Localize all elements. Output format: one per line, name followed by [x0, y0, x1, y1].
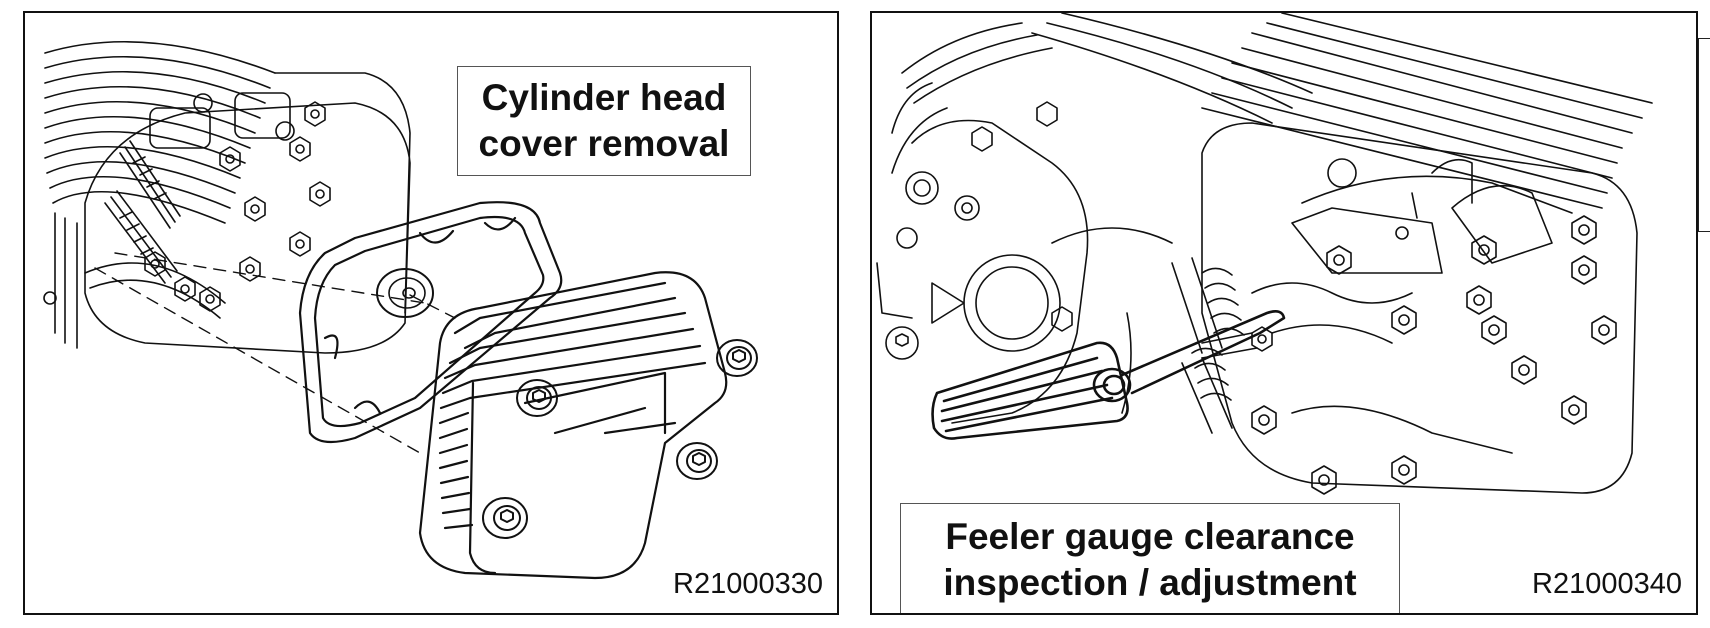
head-internal: [1251, 158, 1573, 454]
feeler-gauge: [931, 310, 1286, 440]
cylinder-fins: [876, 13, 1653, 319]
stud-hole: [43, 291, 57, 305]
caption-line-2: inspection / adjustment: [943, 562, 1357, 603]
cover-gasket: [298, 201, 563, 444]
cylinder-head-outline: [1201, 122, 1638, 494]
cylinder-head-outline: [84, 102, 411, 354]
head-nuts: [144, 101, 331, 312]
cover-removal-illustration: [43, 40, 758, 580]
valve-springs: [104, 92, 295, 284]
figure-caption: Feeler gauge clearance inspection / adju…: [900, 503, 1400, 613]
caption-line-1: Cylinder head: [481, 77, 727, 118]
figure-code: R21000340: [1530, 568, 1684, 601]
figure-cover-removal: Cylinder head cover removal R21000330: [23, 11, 839, 615]
caption-line-1: Feeler gauge clearance: [945, 516, 1355, 557]
figure-caption: Cylinder head cover removal: [457, 66, 751, 176]
grommet: [376, 268, 434, 318]
engine-case: [885, 101, 1173, 424]
cylinder-fins: [44, 40, 411, 349]
cover-bolts: [482, 339, 758, 539]
figure-feeler-gauge: Feeler gauge clearance inspection / adju…: [870, 11, 1698, 615]
alignment-lines: [94, 252, 456, 454]
caption-line-2: cover removal: [478, 123, 730, 164]
head-nuts: [1251, 215, 1617, 495]
cylinder-head-cover: [418, 271, 728, 580]
page-edge-tab: [1698, 38, 1710, 232]
feeler-gauge-illustration: [876, 13, 1653, 495]
pushrod-tube: [84, 262, 226, 319]
figure-code: R21000330: [671, 568, 825, 601]
